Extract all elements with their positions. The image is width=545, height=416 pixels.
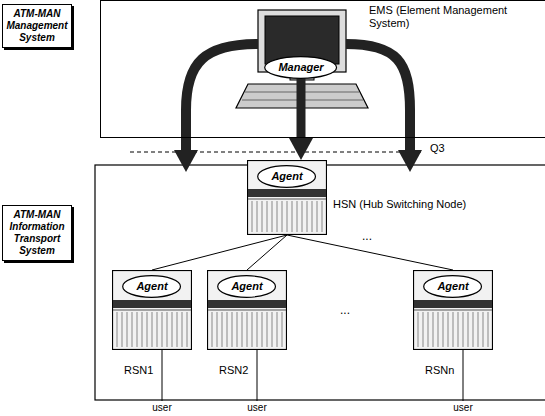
agent-ellipse: Agent	[423, 275, 482, 298]
ems-region: EMS (Element Management System) Manager	[100, 0, 545, 138]
user-label: user	[453, 402, 472, 414]
node-text: HSN (Hub Switching Node)	[333, 198, 466, 211]
link-line	[247, 235, 287, 270]
user-label: user	[152, 402, 171, 414]
management-arrow	[174, 44, 422, 172]
management-arrow	[297, 79, 306, 139]
node-text: Agent	[271, 170, 302, 183]
agent-ellipse: Agent	[122, 275, 181, 298]
node-text: ATM-MAN Management System	[5, 8, 69, 44]
interface-label: Q3	[430, 142, 445, 155]
remote-switching-node: RSN2Agent	[207, 270, 287, 350]
node-text: RSNn	[425, 364, 454, 377]
ellipsis: ...	[340, 304, 350, 318]
link-line	[152, 235, 287, 270]
ellipsis: ...	[362, 230, 372, 244]
node-text: ATM-MAN Information Transport System	[5, 209, 69, 257]
remote-switching-node: RSNnAgent	[413, 270, 493, 350]
node-text: RSN2	[219, 364, 248, 377]
user-label: user	[247, 402, 266, 414]
node-text: Manager	[278, 61, 323, 74]
node-text: Agent	[231, 280, 262, 293]
node-text: RSN1	[124, 364, 153, 377]
node-text: EMS (Element Management System)	[369, 4, 541, 30]
q3-interface-line	[130, 152, 422, 153]
manager-ellipse: Manager	[264, 56, 337, 79]
node-text: Agent	[437, 280, 468, 293]
hub-switching-node: HSN (Hub Switching Node)Agent	[247, 160, 327, 235]
user-line	[162, 350, 463, 401]
remote-switching-node: RSN1Agent	[112, 270, 192, 350]
agent-ellipse: Agent	[217, 275, 276, 298]
agent-ellipse: Agent	[257, 165, 316, 188]
node-text: Agent	[136, 280, 167, 293]
system-label-box: ATM-MAN Information Transport System	[2, 205, 72, 261]
system-label-box: ATM-MAN Management System	[2, 4, 72, 48]
